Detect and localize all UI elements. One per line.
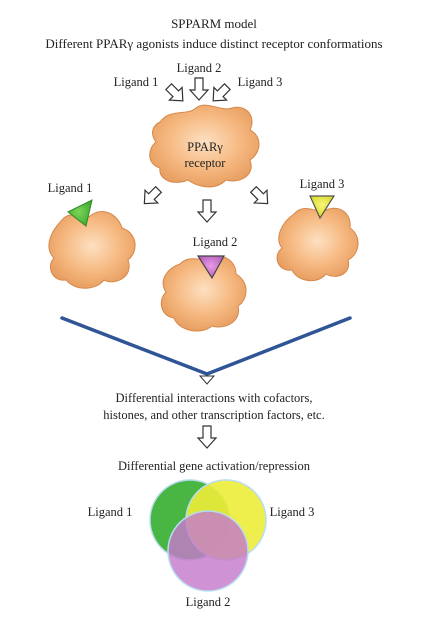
arrow-down-left-icon: [143, 185, 163, 205]
arrow-diagonal-right-icon: [165, 83, 184, 102]
arrow-down-right-icon: [249, 185, 269, 205]
top-ligand-3-label: Ligand 3: [238, 75, 283, 89]
funnel-line-right: [205, 316, 352, 376]
receptor-label-line2: receptor: [185, 156, 227, 170]
funnel-arrow-icon: [198, 375, 216, 385]
venn-label-ligand-1: Ligand 1: [88, 505, 133, 519]
funnel-lines: [60, 316, 352, 376]
receptor-protein: [149, 104, 260, 188]
venn-diagram: [149, 479, 267, 592]
venn-label-ligand-2: Ligand 2: [186, 595, 231, 609]
receptor-label-line1: PPARγ: [187, 140, 223, 154]
output-arrows: [143, 185, 269, 223]
arrow-down-icon: [196, 199, 218, 223]
input-arrows: [165, 77, 231, 102]
receptor-conformation-1: [48, 211, 136, 289]
arrow-diagonal-left-icon: [212, 83, 231, 102]
interactions-text-line2: histones, and other transcription factor…: [103, 408, 324, 422]
top-ligand-1-label: Ligand 1: [114, 75, 159, 89]
interactions-text-line1: Differential interactions with cofactors…: [116, 391, 313, 405]
gene-activation-text: Differential gene activation/repression: [118, 459, 311, 473]
arrow-down-icon: [188, 77, 210, 101]
ligand-1-triangle: [67, 199, 93, 227]
funnel-line-left: [60, 316, 209, 376]
receptor-conformation-3: [276, 207, 359, 282]
ligand-1-label: Ligand 1: [48, 181, 93, 195]
receptor-conformation-2: [160, 255, 247, 332]
ligand-2-label: Ligand 2: [193, 235, 238, 249]
ligand-2-triangle: [196, 255, 226, 280]
top-ligand-2-label: Ligand 2: [177, 61, 222, 75]
venn-label-ligand-3: Ligand 3: [270, 505, 315, 519]
diagram-subtitle: Different PPARγ agonists induce distinct…: [45, 36, 382, 51]
venn-circle-ligand-2: [167, 510, 249, 592]
ligand-3-triangle: [309, 195, 336, 220]
ligand-3-label: Ligand 3: [300, 177, 345, 191]
arrow-down-icon: [196, 425, 218, 449]
diagram-title: SPPARM model: [171, 16, 257, 31]
